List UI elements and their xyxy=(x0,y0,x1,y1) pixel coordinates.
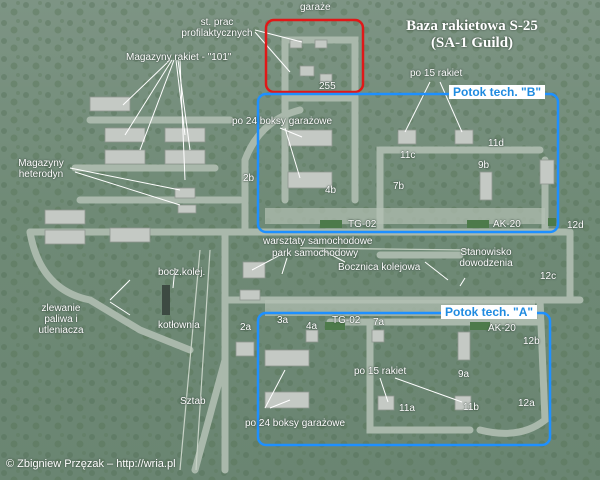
label-7a: 7a xyxy=(373,317,385,328)
label-po-24-bottom: po 24 boksy garażowe xyxy=(245,418,346,429)
label-st-prac: st. prac profilaktycznych xyxy=(176,17,258,39)
label-11b: 11b xyxy=(463,402,479,413)
label-255: 255 xyxy=(319,81,336,92)
zone-label-tech-a: Potok tech. "A" xyxy=(441,305,538,319)
label-zlewanie-line-2: paliwa i xyxy=(44,314,78,325)
label-ak20-top: AK-20 xyxy=(493,219,521,230)
label-ak20-bottom: AK-20 xyxy=(488,323,516,334)
label-4a: 4a xyxy=(306,321,318,332)
label-kotlownia: kotłownia xyxy=(158,320,200,331)
label-tg02-top: TG-02 xyxy=(348,219,377,230)
label-tg02-bottom: TG-02 xyxy=(332,315,361,326)
label-magazyny-101: Magazyny rakiet - "101" xyxy=(126,52,232,63)
label-11c: 11c xyxy=(400,150,416,161)
label-garaze: garaże xyxy=(300,2,331,13)
label-warsztaty: warsztaty samochodowe xyxy=(263,236,373,247)
label-stanowisko: Stanowisko dowodzenia xyxy=(451,247,521,269)
label-zlewanie: zlewanie paliwa i utleniacza xyxy=(30,303,92,336)
label-po-24-top: po 24 boksy garażowe xyxy=(232,116,333,127)
label-9b: 9b xyxy=(478,160,490,171)
label-magazyny-heterodyn: Magazyny heterodyn xyxy=(10,158,72,180)
label-zlewanie-line-3: utleniacza xyxy=(38,325,84,336)
label-4b: 4b xyxy=(325,185,337,196)
label-st-prac-line-2: profilaktycznych xyxy=(181,28,253,39)
label-zlewanie-line-1: zlewanie xyxy=(41,303,81,314)
label-12a: 12a xyxy=(518,398,535,409)
label-9a: 9a xyxy=(458,369,470,380)
label-po-15-bottom: po 15 rakiet xyxy=(354,366,407,377)
map-title: Baza rakietowa S-25 (SA-1 Guild) xyxy=(402,18,542,52)
title-line-2: (SA-1 Guild) xyxy=(430,35,514,51)
label-12d: 12d xyxy=(567,220,584,231)
label-stanowisko-line-1: Stanowisko xyxy=(460,247,512,258)
label-sztab: Sztab xyxy=(180,396,206,407)
credit-text: © Zbigniew Przęzak – http://wria.pl xyxy=(6,458,176,470)
label-3a: 3a xyxy=(277,315,289,326)
label-bocznica: Bocznica kolejowa xyxy=(338,262,421,273)
label-2a: 2a xyxy=(240,322,252,333)
label-po-15-top: po 15 rakiet xyxy=(410,68,463,79)
zone-label-tech-b: Potok tech. "B" xyxy=(449,85,546,99)
label-7b: 7b xyxy=(393,181,405,192)
label-st-prac-line-1: st. prac xyxy=(200,17,234,28)
label-2b: 2b xyxy=(243,173,255,184)
label-bocz-kolej: bocz.kolej. xyxy=(158,267,206,278)
label-12c: 12c xyxy=(540,271,557,282)
label-park: park samochodowy xyxy=(272,248,359,259)
label-magazyny-het-line-2: heterodyn xyxy=(18,169,64,180)
title-line-1: Baza rakietowa S-25 xyxy=(406,18,538,34)
label-11a: 11a xyxy=(399,403,415,414)
label-magazyny-het-line-1: Magazyny xyxy=(18,158,64,169)
label-11d: 11d xyxy=(488,138,504,149)
label-stanowisko-line-2: dowodzenia xyxy=(459,258,513,269)
label-12b: 12b xyxy=(523,336,540,347)
